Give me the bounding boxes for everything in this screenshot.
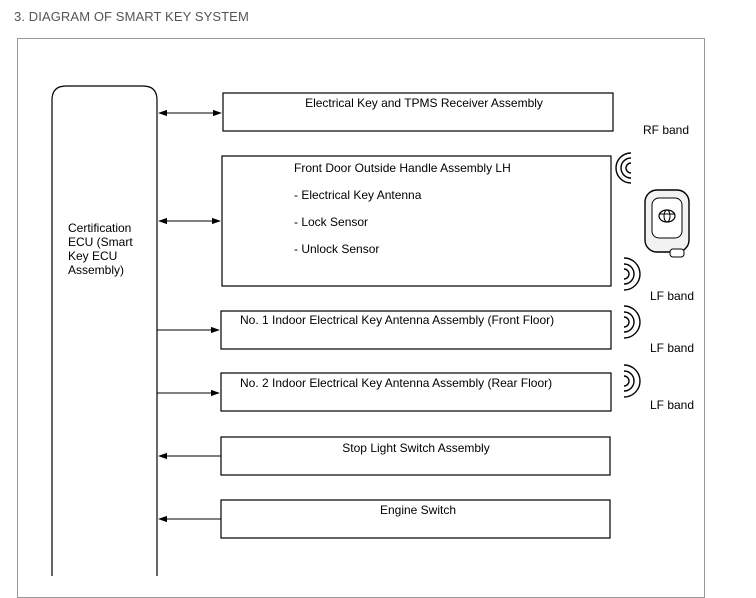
component-title: Electrical Key and TPMS Receiver Assembl…	[305, 96, 543, 110]
component-title: Front Door Outside Handle Assembly LH	[294, 161, 511, 175]
ecu-label-line-1: Certification	[68, 221, 131, 235]
component-stop-light-switch: Stop Light Switch Assembly	[220, 436, 611, 476]
ecu-label-line-3: Key ECU	[68, 249, 117, 263]
lf-band-label-3: LF band	[650, 398, 694, 412]
lf-band-label-2: LF band	[650, 341, 694, 355]
radio-wave-icon	[623, 364, 641, 398]
component-front-door-handle: Front Door Outside Handle Assembly LH - …	[221, 155, 612, 287]
component-receiver: Electrical Key and TPMS Receiver Assembl…	[222, 92, 614, 132]
ecu-block: Certification ECU (Smart Key ECU Assembl…	[51, 85, 158, 576]
component-no1-indoor-antenna: No. 1 Indoor Electrical Key Antenna Asse…	[220, 310, 612, 350]
component-item: - Electrical Key Antenna	[294, 188, 422, 202]
component-title: Stop Light Switch Assembly	[342, 441, 489, 455]
component-no2-indoor-antenna: No. 2 Indoor Electrical Key Antenna Asse…	[220, 372, 612, 412]
rf-band-label: RF band	[643, 123, 689, 137]
page-title: 3. DIAGRAM OF SMART KEY SYSTEM	[14, 9, 249, 24]
radio-wave-icon	[623, 257, 641, 291]
smart-key-fob-icon	[644, 189, 690, 258]
component-item: - Lock Sensor	[294, 215, 368, 229]
component-title: No. 2 Indoor Electrical Key Antenna Asse…	[240, 376, 552, 390]
component-item: - Unlock Sensor	[294, 242, 379, 256]
component-engine-switch: Engine Switch	[220, 499, 611, 539]
component-title: No. 1 Indoor Electrical Key Antenna Asse…	[240, 313, 554, 327]
radio-wave-icon	[615, 152, 632, 184]
lf-band-label-1: LF band	[650, 289, 694, 303]
ecu-label-line-2: ECU (Smart	[68, 235, 133, 249]
radio-wave-icon	[623, 305, 641, 339]
ecu-label-line-4: Assembly)	[68, 263, 124, 277]
smart-key-diagram: Certification ECU (Smart Key ECU Assembl…	[51, 85, 694, 576]
component-title: Engine Switch	[380, 503, 456, 517]
